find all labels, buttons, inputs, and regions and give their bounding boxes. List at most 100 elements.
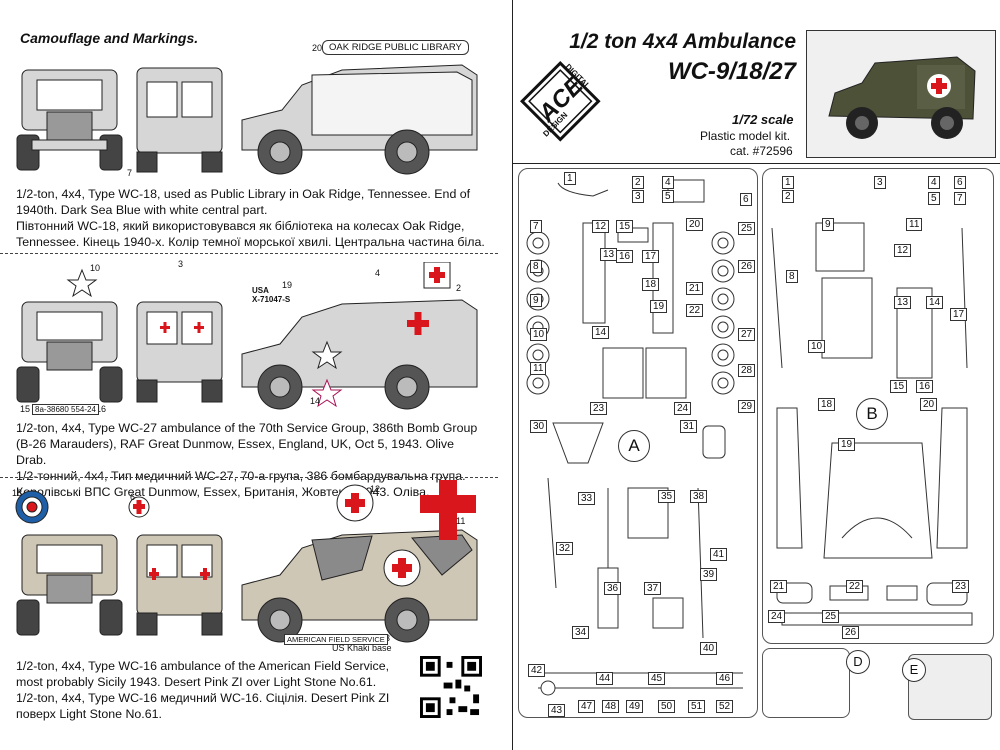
rear-view [136, 301, 223, 403]
page-gutter [498, 0, 512, 750]
callout-10: 10 [90, 263, 101, 273]
side-view [241, 529, 478, 643]
scheme-2-description: 1/2-ton, 4x4, Type WC-27 ambulance of th… [16, 420, 486, 500]
part-num-a-20: 20 [686, 218, 704, 231]
part-num-b-6: 6 [954, 176, 966, 189]
part-num-b-25: 25 [822, 610, 840, 623]
scheme-2-desc-ua: 1/2-тонний, 4x4, Тип медичний WC-27, 70-… [16, 469, 466, 499]
part-num-a-11: 11 [530, 362, 547, 375]
part-num-a-5: 5 [662, 190, 674, 203]
front-view [16, 534, 123, 636]
part-num-a-26: 26 [738, 260, 756, 273]
scheme-2-drawing [16, 262, 478, 410]
part-num-a-34: 34 [572, 626, 590, 639]
scheme-3-drawing [15, 480, 478, 643]
scheme-3-description: 1/2-ton, 4x4, Type WC-16 ambulance of th… [16, 658, 411, 722]
model-photo [807, 31, 995, 157]
part-num-a-42: 42 [528, 664, 546, 677]
part-num-b-18: 18 [818, 398, 836, 411]
part-num-a-39: 39 [700, 568, 718, 581]
part-num-a-44: 44 [596, 672, 614, 685]
part-num-a-1: 1 [564, 172, 576, 185]
scheme-1-desc-en: 1/2-ton, 4x4, Type WC-18, used as Public… [16, 187, 471, 217]
product-title-line2: WC-9/18/27 [667, 58, 796, 85]
callout-14: 14 [310, 396, 321, 406]
sprue-a-label: A [618, 430, 650, 462]
part-num-b-10: 10 [808, 340, 826, 353]
sprue-b-label: B [856, 398, 888, 430]
callout-19: 19 [282, 280, 293, 290]
sprue-e-label: E [902, 658, 926, 682]
rear-view [128, 496, 223, 636]
part-num-a-24: 24 [674, 402, 692, 415]
part-num-a-30: 30 [530, 420, 548, 433]
part-num-a-29: 29 [738, 400, 756, 413]
part-num-b-13: 13 [894, 296, 912, 309]
part-num-a-12: 12 [592, 220, 610, 233]
callout-7: 7 [127, 168, 133, 178]
afs-decal: AMERICAN FIELD SERVICE [284, 634, 388, 645]
star-outline [311, 378, 343, 408]
callout-20: 20 [312, 43, 323, 53]
sprue-d-frame [762, 648, 850, 718]
part-num-b-17: 17 [950, 308, 968, 321]
sprue-b-parts [771, 222, 973, 626]
scheme-1-desc-ua: Півтонний WC-18, який використовувався я… [16, 219, 485, 249]
part-num-a-4: 4 [662, 176, 674, 189]
part-num-a-3: 3 [632, 190, 644, 203]
callout-4: 4 [375, 268, 381, 278]
part-num-a-21: 21 [686, 282, 704, 295]
part-num-a-23: 23 [590, 402, 608, 415]
part-num-a-2: 2 [632, 176, 644, 189]
part-num-b-24: 24 [768, 610, 786, 623]
part-num-a-14: 14 [592, 326, 610, 339]
product-title-line1: 1/2 ton 4x4 Ambulance [569, 30, 796, 53]
kit-type: Plastic model kit. [700, 129, 791, 143]
box-art-photo [806, 30, 996, 158]
part-num-b-7: 7 [954, 192, 966, 205]
section-title: Camouflage and Markings. [20, 30, 199, 46]
divider-2 [0, 477, 498, 478]
large-red-cross [420, 480, 476, 540]
part-num-a-17: 17 [642, 250, 660, 263]
callout-18: 18 [12, 488, 23, 498]
callout-3: 3 [178, 259, 184, 269]
qr-code[interactable] [420, 656, 482, 718]
part-num-a-6: 6 [740, 193, 752, 206]
part-num-a-36: 36 [604, 582, 622, 595]
part-num-b-4: 4 [928, 176, 940, 189]
part-num-b-9: 9 [822, 218, 834, 231]
part-num-a-49: 49 [626, 700, 644, 713]
part-num-a-18: 18 [642, 278, 660, 291]
part-num-a-8: 8 [530, 260, 542, 273]
part-num-a-35: 35 [658, 490, 676, 503]
part-num-a-16: 16 [616, 250, 634, 263]
part-num-a-27: 27 [738, 328, 756, 341]
callout-6: 6 [130, 492, 136, 502]
plates-decal: 8a-38680 554-24 [32, 404, 99, 415]
part-num-a-41: 41 [710, 548, 728, 561]
part-num-b-16: 16 [916, 380, 934, 393]
part-num-b-14: 14 [926, 296, 944, 309]
part-num-b-19: 19 [838, 438, 856, 451]
part-num-a-31: 31 [680, 420, 698, 433]
part-num-a-7: 7 [530, 220, 542, 233]
side-view [241, 299, 478, 410]
part-num-a-52: 52 [716, 700, 734, 713]
part-num-b-26: 26 [842, 626, 860, 639]
part-num-a-51: 51 [688, 700, 706, 713]
callout-11: 11 [456, 516, 466, 526]
part-num-a-9: 9 [530, 294, 542, 307]
roundel [15, 490, 49, 524]
sprue-a-parts [526, 179, 743, 696]
part-num-a-13: 13 [600, 248, 618, 261]
scheme-1-description: 1/2-ton, 4x4, Type WC-18, used as Public… [16, 186, 486, 250]
part-num-a-25: 25 [738, 222, 756, 235]
part-num-a-22: 22 [686, 304, 704, 317]
part-num-b-3: 3 [874, 176, 886, 189]
callout-2: 2 [456, 283, 462, 293]
part-num-b-2: 2 [782, 190, 794, 203]
part-num-b-8: 8 [786, 270, 798, 283]
header-divider [512, 163, 1000, 164]
red-cross-decals [133, 500, 412, 580]
